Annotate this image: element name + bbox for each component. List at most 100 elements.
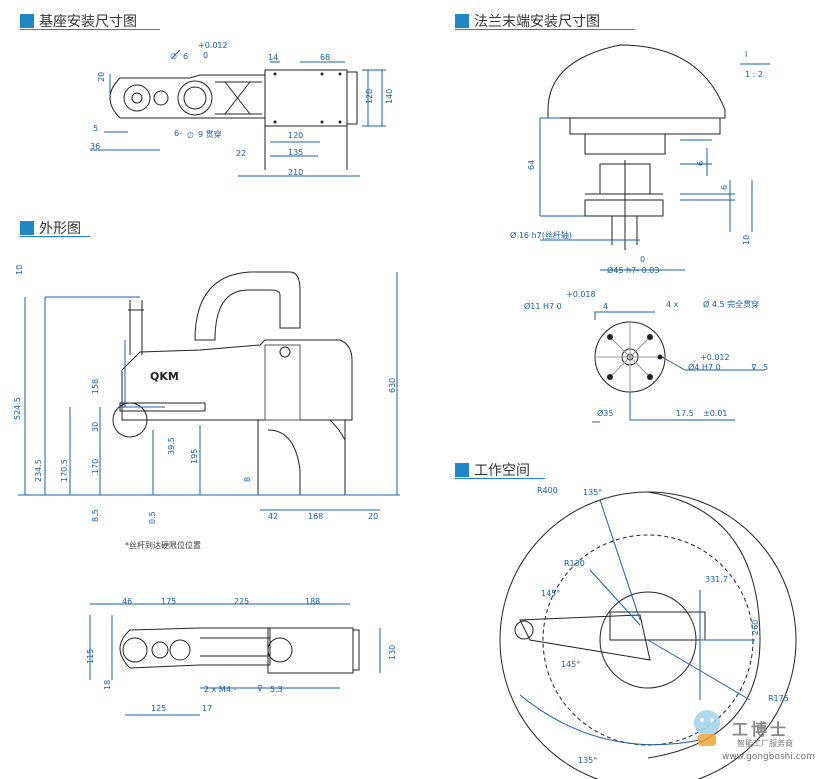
- watermark-brand: 工博士: [732, 720, 790, 739]
- outline-dim-20: 20: [368, 512, 378, 521]
- top-dim-17: 17: [202, 704, 212, 713]
- base-dim-tol-plus: +0.012: [198, 41, 228, 50]
- section-marker-icon: [455, 14, 469, 28]
- top-dim-m4: 2 x M4 -: [204, 685, 236, 694]
- outline-dim-195: 195: [190, 449, 199, 464]
- flange-dim-6a: 6: [696, 161, 705, 166]
- top-dim-188: 188: [305, 597, 320, 606]
- top-dim-225: 225: [234, 597, 249, 606]
- watermark-robot-icon: [694, 710, 720, 746]
- flange-dim-tol12: +0.012: [700, 353, 730, 362]
- flange-dim-17-5: 17.5: [676, 409, 694, 418]
- top-dim-115: 115: [86, 649, 95, 664]
- base-dim-20: 20: [97, 72, 106, 82]
- flange-dim-5: 5: [763, 363, 768, 372]
- section-outline-header: 外形图: [20, 218, 81, 238]
- flange-drawing: [539, 44, 753, 271]
- section-title-flange: 法兰末端安装尺寸图: [474, 14, 600, 30]
- flange-dim-35: Ø35: [597, 408, 613, 418]
- flange-dim-4h7: Ø4 H7 0: [688, 362, 721, 372]
- mounting-holes: [273, 72, 342, 124]
- flange-dim-16: Ø 16 h7(丝杆轴): [510, 230, 572, 240]
- outline-dim-524-5: 524.5: [13, 397, 22, 420]
- flange-dim-11: Ø11 H7 0: [524, 301, 562, 311]
- outline-dim-10: 10: [15, 265, 24, 275]
- base-dim-5: 5: [93, 124, 98, 133]
- depth-symbol-icon: ⊽: [257, 684, 263, 693]
- ws-dim-145a: 145°: [541, 589, 560, 598]
- watermark-tagline: 智能工厂服务商: [737, 739, 793, 748]
- ws-dim-145b: 145°: [561, 660, 580, 669]
- outline-dim-8: 8: [243, 477, 252, 482]
- outline-dim-39-5: 39.5: [167, 437, 176, 455]
- base-dim-68: 68: [320, 53, 330, 62]
- section-rule: [455, 29, 635, 30]
- section-marker-icon: [20, 14, 34, 28]
- flange-face-drawing: [592, 311, 765, 423]
- section-marker-icon: [455, 463, 469, 477]
- section-flange-header: 法兰末端安装尺寸图: [455, 11, 600, 31]
- section-base-header: 基座安装尺寸图: [20, 11, 137, 31]
- outline-dim-158: 158: [91, 379, 100, 394]
- base-dim-tol-zero: 0: [203, 51, 208, 60]
- outline-dim-170-5: 170.5: [60, 459, 69, 482]
- flange-dim-10: 10: [742, 235, 751, 245]
- base-dim-140: 140: [385, 89, 394, 104]
- outline-top-view: [89, 603, 381, 716]
- ws-dim-r175: R175: [768, 694, 789, 703]
- base-dim-120h: 120: [288, 131, 303, 140]
- base-dim-210: 210: [288, 168, 303, 177]
- outline-dim-0-5: 0.5: [148, 511, 157, 524]
- base-dim-phi6: 6: [183, 52, 188, 61]
- outline-dim-234-5: 234.5: [34, 459, 43, 482]
- base-dim-135: 135: [288, 148, 303, 157]
- flange-dim-4: 4: [603, 302, 608, 311]
- flange-scale-i: I: [745, 50, 747, 59]
- base-dim-36: 36: [90, 142, 100, 151]
- flange-dim-64: 64: [527, 160, 536, 170]
- section-marker-icon: [20, 221, 34, 235]
- top-dim-175: 175: [161, 597, 176, 606]
- outline-dim-170: 170: [91, 459, 100, 474]
- outline-dim-42: 42: [268, 512, 278, 521]
- phi-symbol-icon: ∅: [170, 52, 177, 61]
- outline-dim-630: 630: [388, 378, 397, 393]
- section-rule: [20, 236, 90, 237]
- section-workspace-header: 工作空间: [455, 460, 530, 480]
- ws-dim-135b: 135°: [578, 756, 597, 765]
- flange-bolt-holes: [607, 334, 663, 380]
- outline-footnote: *丝杆到达硬限位位置: [125, 540, 201, 550]
- top-dim-5-3: 5.3: [270, 685, 283, 694]
- section-title-outline: 外形图: [39, 221, 81, 237]
- flange-dim-45: Ø45 h7- 0.03: [607, 265, 659, 275]
- outline-dim-8-5: 8.5: [91, 509, 100, 522]
- ws-dim-r400: R400: [537, 486, 558, 495]
- qkm-logo-icon: QKM: [150, 370, 179, 383]
- base-dim-holes: 6-: [174, 129, 182, 138]
- section-title-base: 基座安装尺寸图: [39, 14, 137, 30]
- base-dim-holes-phi: 9 贯穿: [198, 129, 222, 139]
- section-rule: [20, 29, 160, 30]
- base-dim-14: 14: [268, 53, 278, 62]
- flange-dim-tol001: ±0.01: [703, 409, 728, 418]
- ws-dim-331-7: 331.7: [705, 575, 728, 584]
- base-dim-120v: 120: [365, 89, 374, 104]
- flange-dim-4-5-hole: Ø 4.5 完全贯穿: [703, 299, 759, 309]
- outline-dim-168: 168: [308, 512, 323, 521]
- ws-dim-r130: R130: [564, 559, 585, 568]
- flange-scale: 1 : 2: [745, 70, 763, 79]
- top-dim-125: 125: [151, 704, 166, 713]
- flange-dim-45-zero: 0: [640, 255, 645, 264]
- depth-symbol-icon: ⊽: [751, 363, 757, 372]
- outline-side-view: QKM: [18, 271, 400, 511]
- base-mounting-drawing: [90, 49, 386, 177]
- base-dim-22: 22: [236, 149, 246, 158]
- section-title-workspace: 工作空间: [474, 463, 530, 479]
- flange-dim-tol18: +0.018: [566, 290, 596, 299]
- phi-symbol-icon: ∅: [187, 131, 194, 140]
- top-dim-46: 46: [122, 597, 132, 606]
- watermark-url: www.gongboshi.com: [722, 752, 815, 762]
- flange-dim-6b: 6: [720, 185, 729, 190]
